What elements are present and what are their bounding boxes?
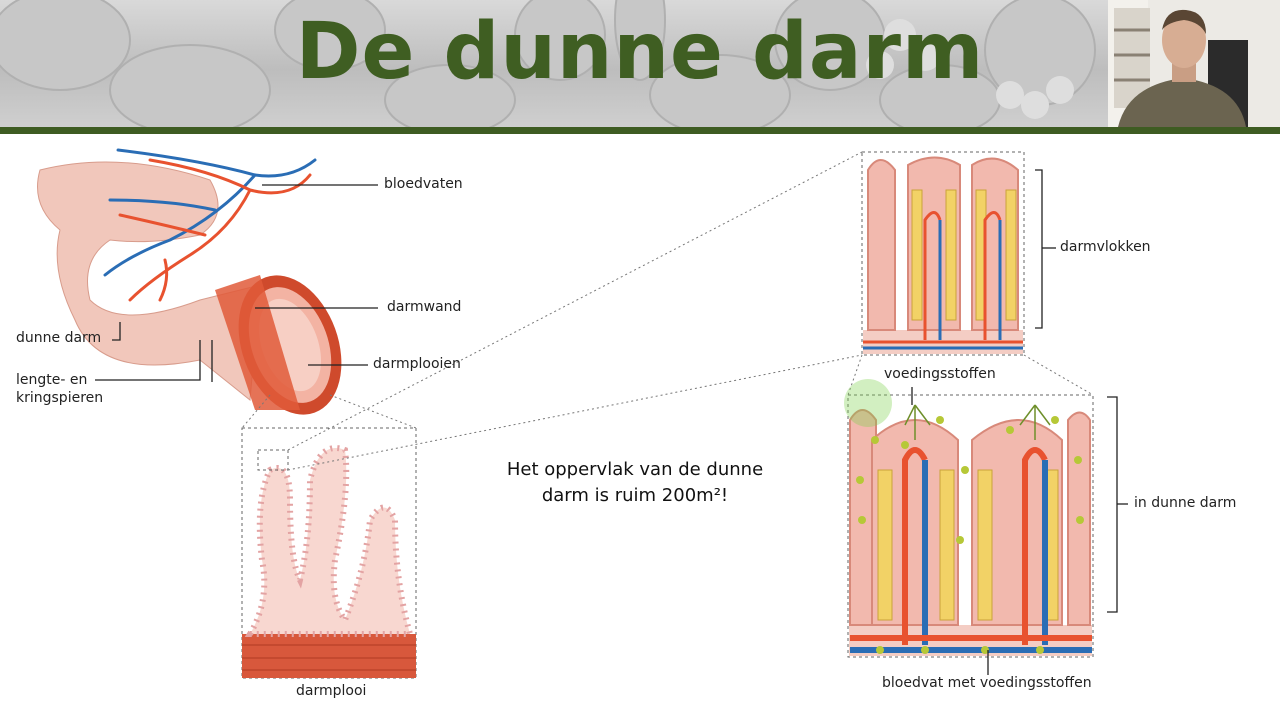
label-dunne-darm: dunne darm: [16, 330, 102, 346]
label-darmwand: darmwand: [387, 299, 462, 315]
page-title: De dunne darm: [295, 7, 985, 97]
label-in-dunne-darm: in dunne darm: [1134, 495, 1237, 511]
small-intestine-illustration: [37, 161, 342, 415]
title-underline: [0, 127, 1280, 134]
caption-line-1: Het oppervlak van de dunne: [506, 459, 764, 480]
label-bloedvaten: bloedvaten: [384, 176, 463, 192]
cursor-highlight: [844, 379, 892, 427]
caption-line-2: darm is ruim 200m²!: [541, 485, 729, 507]
presenter-image: [1108, 0, 1280, 127]
label-darmvlokken: darmvlokken: [1060, 239, 1151, 255]
surface-area-caption: Het oppervlak van de dunne darm is ruim …: [470, 457, 800, 509]
label-darmplooi: darmplooi: [296, 683, 367, 699]
label-lengte-en: lengte- en: [16, 372, 88, 388]
label-darmplooien: darmplooien: [373, 356, 461, 372]
label-voedingsstoffen: voedingsstoffen: [884, 366, 996, 382]
vegetable-background-image: [0, 0, 1096, 127]
label-kringspieren: kringspieren: [16, 390, 104, 406]
title-banner: De dunne darm: [0, 0, 1280, 127]
label-bloedvat-met-voedingsstoffen: bloedvat met voedingsstoffen: [882, 675, 1092, 691]
intestine-diagram: [37, 148, 1128, 679]
webcam-video: [1108, 0, 1280, 127]
